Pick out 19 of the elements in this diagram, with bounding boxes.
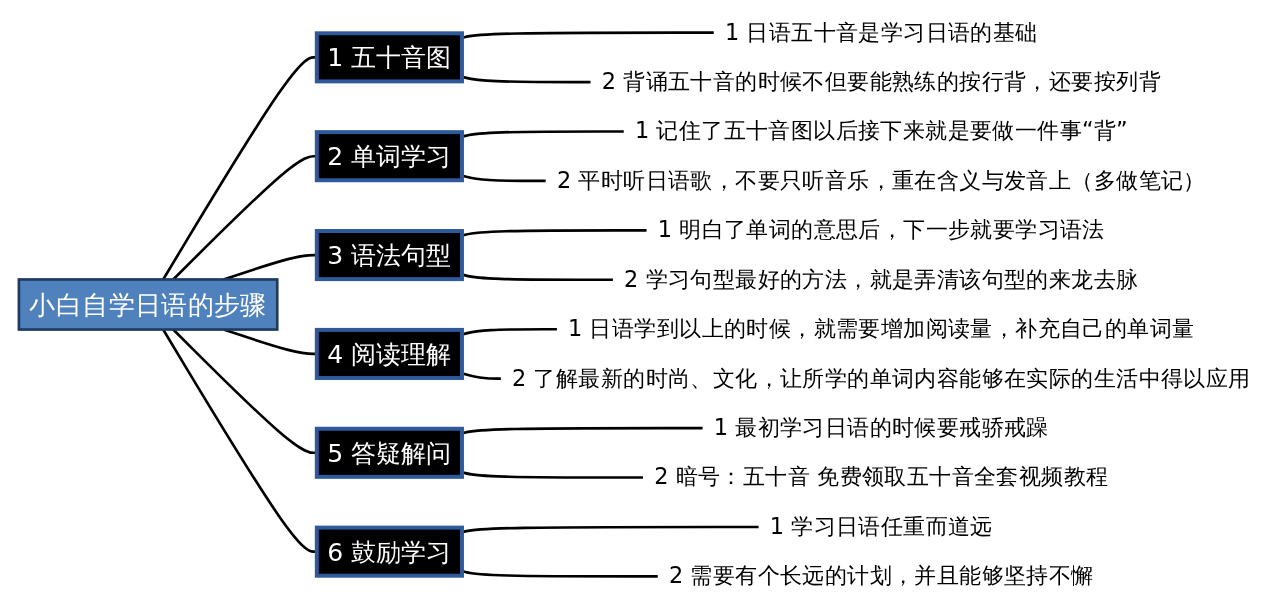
node-box: 小白自学日语的步骤: [17, 278, 279, 331]
node-text: 1 最初学习日语的时候要戒骄戒躁: [713, 413, 1049, 441]
node-box: 2 单词学习: [314, 130, 464, 183]
node-box: 4 阅读理解: [314, 327, 464, 380]
node-text: 2 背诵五十音的时候不但要能熟练的按行背，还要按列背: [601, 67, 1161, 95]
node-text: 1 明白了单词的意思后，下一步就要学习语法: [657, 216, 1105, 243]
node-box: 1 五十音图: [314, 31, 464, 84]
node-box: 6 鼓励学习: [314, 525, 464, 578]
node-text: 2 暗号：五十音 免费领取五十音全套视频教程: [654, 463, 1109, 490]
node-text: 2 平时听日语歌，不要只听音乐，重在含义与发音上（多做笔记）: [556, 166, 1206, 194]
node-text: 1 记住了五十音图以后接下来就是要做一件事“背”: [634, 117, 1128, 144]
node-box: 3 语法句型: [314, 229, 464, 282]
node-text: 2 学习句型最好的方法，就是弄清该句型的来龙去脉: [624, 265, 1139, 292]
node-text: 1 日语学到以上的时候，就需要增加阅读量，补充自己的单词量: [568, 315, 1195, 342]
node-box: 5 答疑解问: [314, 426, 464, 479]
node-text: 1 日语五十音是学习日语的基础: [724, 18, 1038, 45]
node-text: 2 需要有个长远的计划，并且能够坚持不懈: [668, 562, 1094, 589]
node-text: 2 了解最新的时尚、文化，让所学的单词内容能够在实际的生活中得以应用: [512, 364, 1251, 391]
node-text: 1 学习日语任重而道远: [769, 512, 993, 540]
